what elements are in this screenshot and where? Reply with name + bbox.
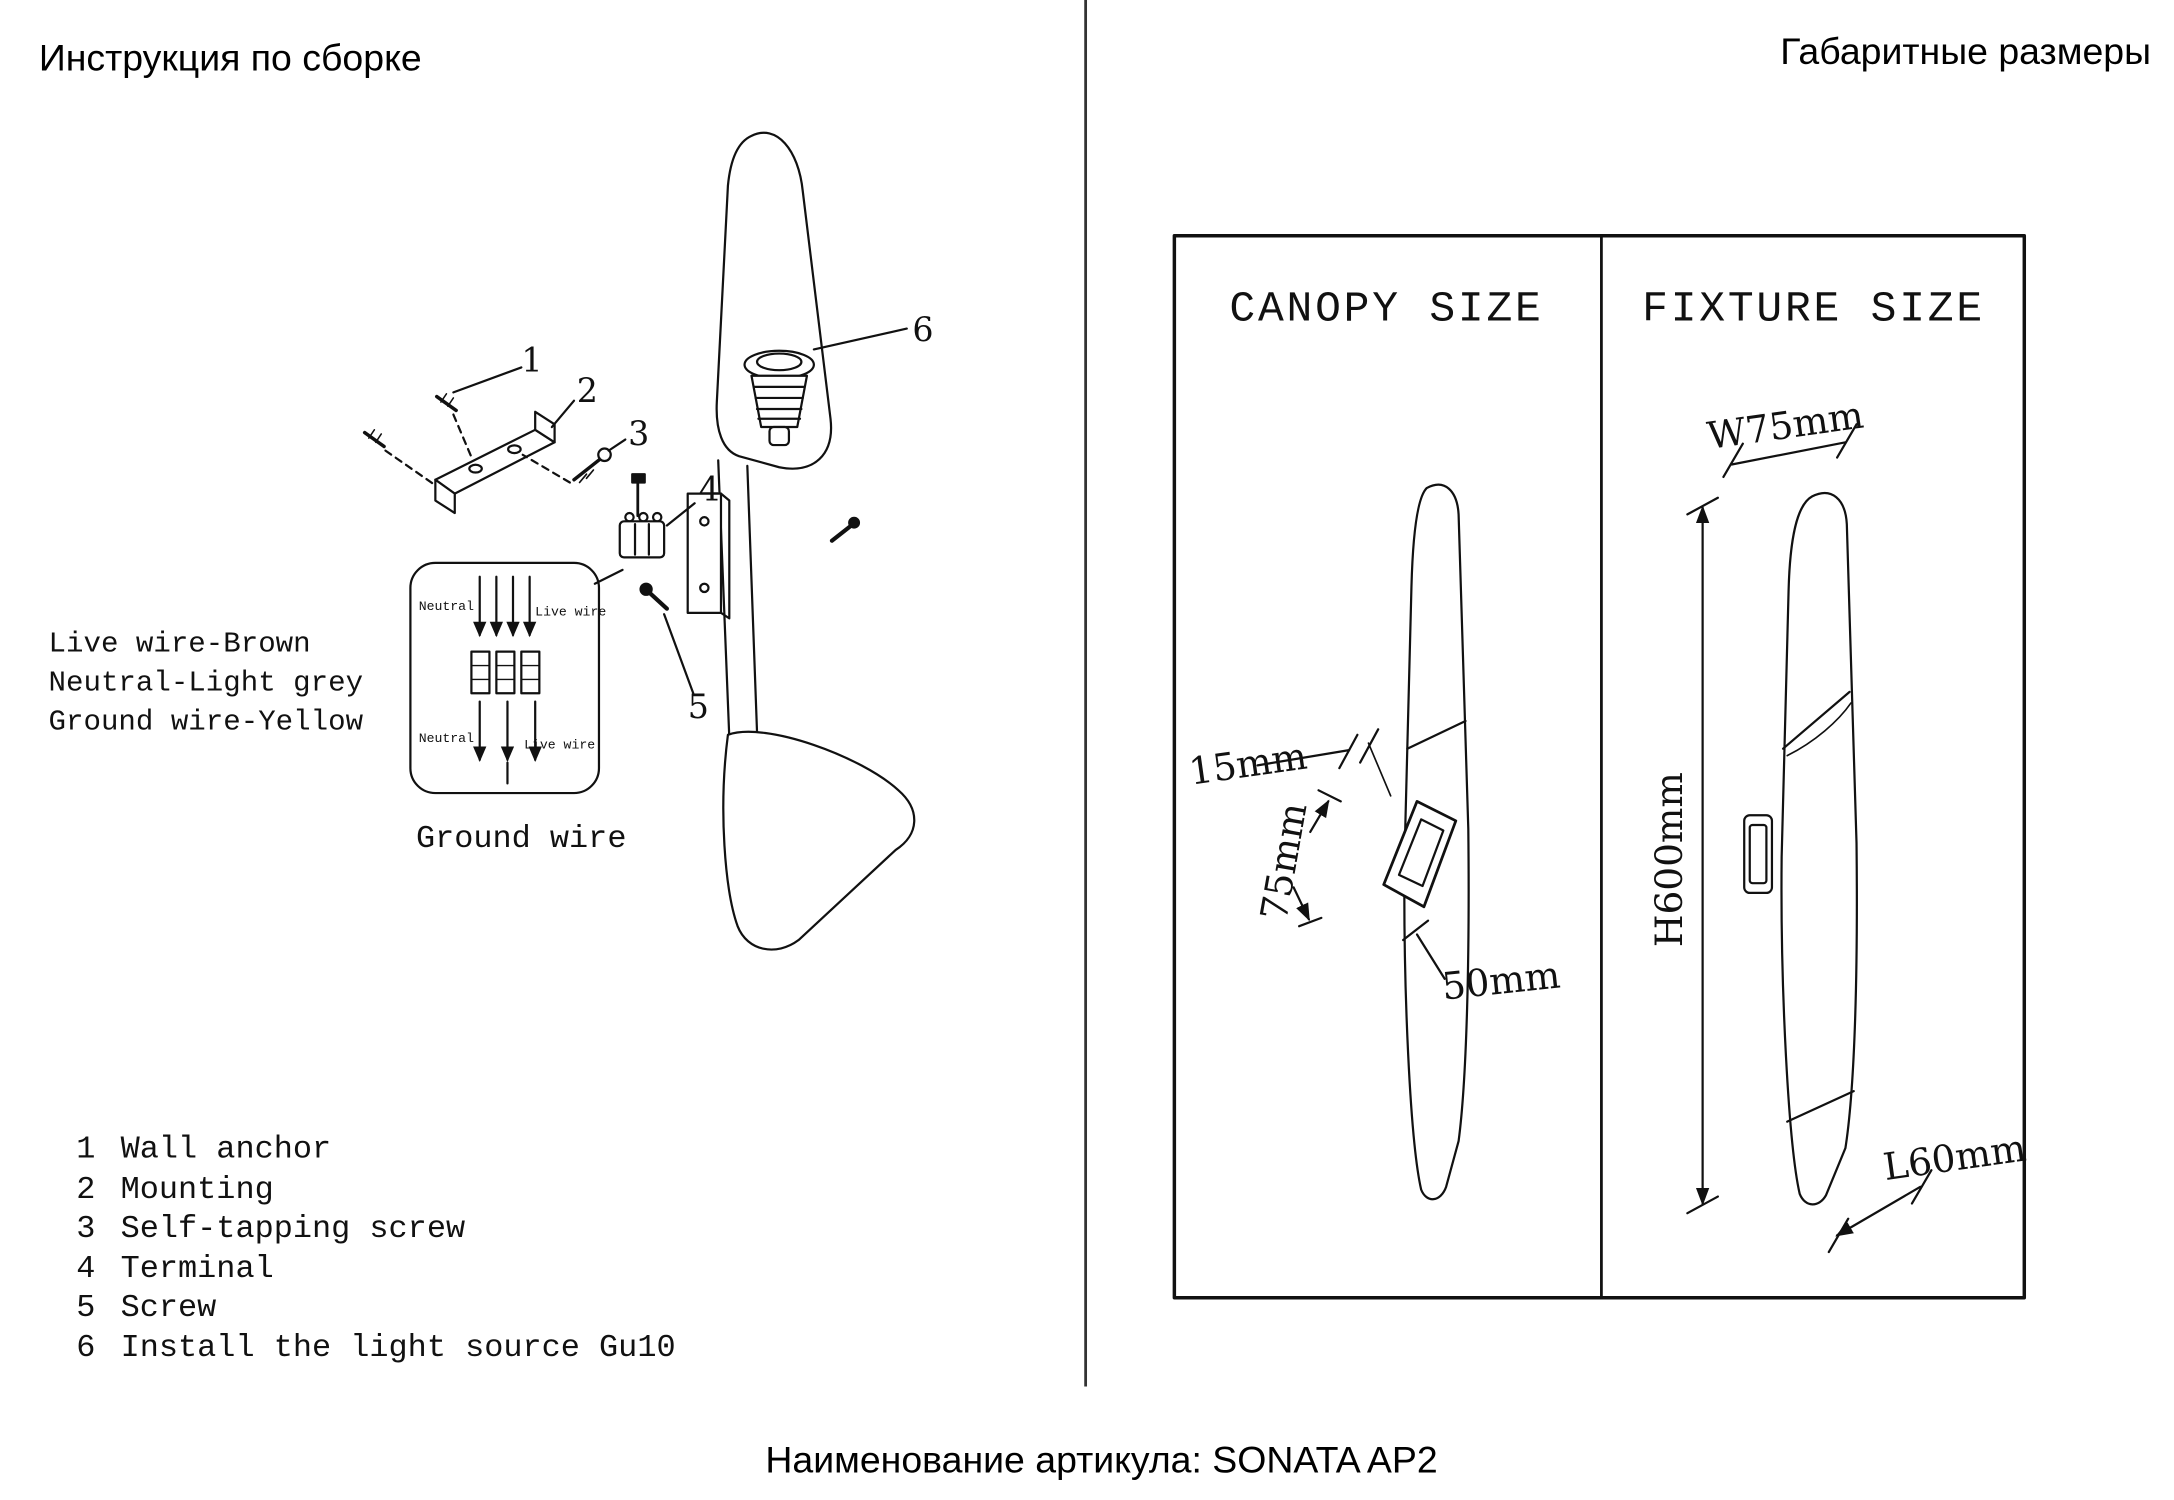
lamp-body <box>717 459 916 951</box>
dim-15mm-leader <box>1256 728 1392 797</box>
body-screw <box>829 516 861 543</box>
legend-neutral-wire: Neutral-Light grey <box>48 668 364 701</box>
marker-2: 2 <box>577 371 598 410</box>
callout-live-top-label: Live wire <box>535 605 606 620</box>
parts-list: 1 Wall anchor 2 Mounting 3 Self-tapping scr… <box>76 1130 675 1367</box>
assembly-diagram: 1 2 3 4 5 6 Neutral Live wire Neutral Li… <box>362 131 933 951</box>
dimensions-section-title: Габаритные размеры <box>1780 30 2152 73</box>
dimensions-diagram: CANOPY SIZE FIXTURE SIZE 15mm 75mm 50mm … <box>1172 233 2027 1300</box>
marker-4: 4 <box>699 470 720 509</box>
part-number: 5 <box>76 1289 96 1326</box>
dimensions-box-border <box>1172 233 2027 1300</box>
leader-6 <box>812 327 908 351</box>
marker-1: 1 <box>521 341 542 380</box>
part-number: 6 <box>76 1328 96 1366</box>
callout-live-bottom-label: Live wire <box>524 738 595 753</box>
wiring-callout <box>409 561 624 795</box>
assembly-section-title: Инструкция по сборке <box>38 37 422 80</box>
dim-75mm-leader <box>1292 789 1342 928</box>
part-name: Mounting <box>120 1170 274 1207</box>
part-number: 4 <box>76 1249 96 1286</box>
dim-h600-leader <box>1686 496 1719 1215</box>
parts-list-item: 4 Terminal <box>76 1249 675 1289</box>
part-number: 1 <box>76 1131 96 1168</box>
screw-5 <box>639 582 695 695</box>
section-divider <box>1084 0 1088 1387</box>
part-name: Install the light source Gu10 <box>120 1328 676 1366</box>
marker-3: 3 <box>628 414 649 453</box>
parts-list-item: 6 Install the light source Gu10 <box>76 1328 675 1368</box>
parts-list-item: 3 Self-tapping screw <box>76 1209 675 1249</box>
dim-50mm-leader <box>1402 919 1446 980</box>
gu10-bulb <box>743 349 815 447</box>
callout-neutral-top-label: Neutral <box>419 599 474 614</box>
ground-wire-caption: Ground wire <box>415 820 627 857</box>
dim-l60-leader <box>1827 1169 1933 1254</box>
part-number: 2 <box>76 1170 96 1207</box>
mounting-bracket <box>434 399 576 515</box>
self-tapping-screw <box>521 438 627 484</box>
dim-l60mm-label: L60mm <box>1880 1126 2027 1190</box>
parts-list-item: 5 Screw <box>76 1288 675 1328</box>
fixture-canopy-side <box>1743 814 1774 895</box>
dim-h600mm-label: H600mm <box>1647 772 1691 947</box>
part-name: Terminal <box>120 1249 274 1286</box>
article-name-footer: Наименование артикула: SONATA AP2 <box>765 1439 1438 1481</box>
parts-list-item: 1 Wall anchor <box>76 1130 675 1170</box>
dim-75mm-label: 75mm <box>1252 799 1316 923</box>
part-name: Wall anchor <box>120 1131 332 1168</box>
marker-6: 6 <box>912 310 933 349</box>
wall-anchors <box>362 366 523 487</box>
part-name: Screw <box>120 1289 217 1326</box>
dim-w75-leader <box>1722 423 1858 479</box>
mount-plate <box>686 492 731 620</box>
part-number: 3 <box>76 1210 96 1247</box>
wire-color-legend: Live wire-Brown Neutral-Light grey Groun… <box>49 627 364 743</box>
legend-ground-wire: Ground wire-Yellow <box>48 707 364 740</box>
legend-live-wire: Live wire-Brown <box>48 629 311 662</box>
part-name: Self-tapping screw <box>120 1210 466 1247</box>
canopy-square <box>1382 800 1458 909</box>
marker-5: 5 <box>688 687 709 726</box>
parts-list-item: 2 Mounting <box>76 1170 675 1210</box>
terminal-block <box>618 473 696 559</box>
callout-neutral-bottom-label: Neutral <box>419 731 474 746</box>
fixture-size-title: FIXTURE SIZE <box>1642 284 1985 333</box>
canopy-size-title: CANOPY SIZE <box>1229 284 1543 333</box>
dim-15mm-label: 15mm <box>1186 734 1310 794</box>
fixture-profile <box>1780 491 1858 1206</box>
